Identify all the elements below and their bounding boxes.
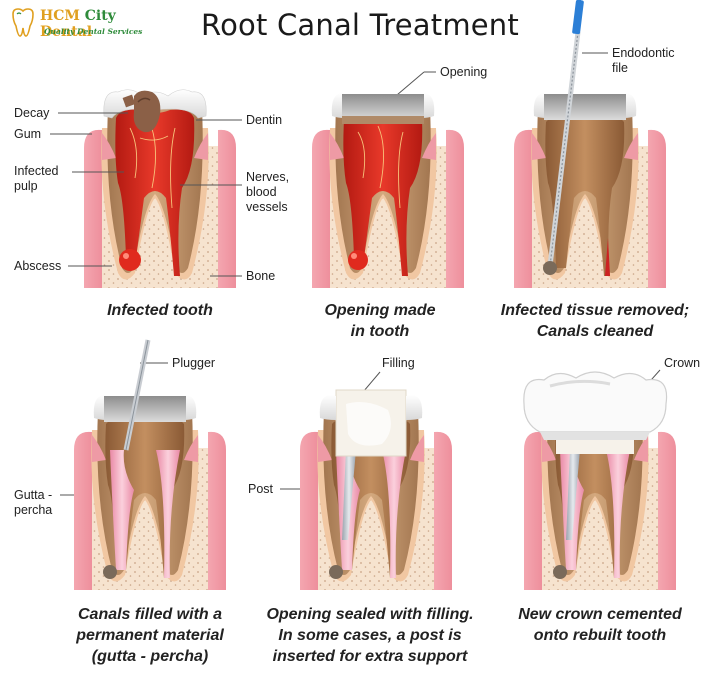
caption-1-line1: Infected tooth	[107, 302, 213, 319]
caption-canals-cleaned: Infected tissue removed; Canals cleaned	[470, 300, 720, 342]
label-gutta-percha: Gutta -percha	[14, 488, 52, 518]
label-gutta-line1: Gutta -	[14, 488, 53, 502]
label-infected-pulp-line2: pulp	[14, 179, 38, 193]
label-decay: Decay	[14, 106, 50, 120]
cleaned-tooth-illustration	[514, 0, 666, 288]
caption-4-line1: Canals filled with a	[77, 606, 223, 623]
label-infected-pulp-line1: Infected	[14, 164, 59, 178]
caption-3-line2: Canals cleaned	[536, 323, 654, 340]
caption-canals-filled: Canals filled with a permanent material (g…	[30, 604, 270, 667]
label-abscess: Abscess	[14, 259, 62, 273]
label-plugger: Plugger	[172, 356, 216, 370]
page-title: Root Canal Treatment	[201, 8, 519, 42]
filling-post-illustration	[300, 389, 452, 590]
logo-name-city: City	[84, 8, 116, 24]
label-nerves-line2: blood	[246, 185, 277, 199]
caption-infected-tooth: Infected tooth	[60, 300, 260, 321]
crown-illustration	[523, 371, 676, 590]
label-bone: Bone	[246, 269, 276, 283]
label-gum: Gum	[14, 127, 42, 141]
gutta-percha-illustration	[74, 339, 226, 590]
caption-6-line2: onto rebuilt tooth	[533, 627, 667, 644]
caption-2-line1: Opening made	[324, 302, 436, 319]
caption-3-line1: Infected tissue removed;	[500, 302, 690, 319]
label-nerves-line1: Nerves,	[246, 170, 290, 184]
opening-tooth-illustration	[312, 92, 464, 288]
caption-new-crown: New crown cemented onto rebuilt tooth	[480, 604, 720, 646]
label-opening: Opening	[440, 65, 488, 79]
label-file-line2: file	[612, 61, 628, 75]
caption-4-line3: (gutta - percha)	[91, 648, 209, 665]
label-gutta-line2: percha	[14, 503, 53, 517]
logo-tagline: Quality Dental Services	[44, 27, 143, 36]
logo-name: HCM City Dental	[40, 8, 166, 40]
caption-5-line3: inserted for extra support	[272, 648, 468, 665]
caption-5-line2: In some cases, a post is	[278, 627, 462, 644]
label-nerves-line3: vessels	[246, 200, 288, 214]
caption-2-line2: in tooth	[350, 323, 410, 340]
logo-name-dental: Dental	[40, 24, 93, 40]
caption-5-line1: Opening sealed with filling.	[266, 606, 474, 623]
caption-opening-made: Opening made in tooth	[270, 300, 490, 342]
logo: HCM City Dental Quality Dental Services	[6, 6, 166, 42]
label-filling: Filling	[382, 356, 415, 370]
caption-6-line1: New crown cemented	[518, 606, 682, 623]
label-crown: Crown	[664, 356, 701, 370]
label-post: Post	[248, 482, 274, 496]
tooth-logo-icon	[12, 8, 34, 37]
label-dentin: Dentin	[246, 113, 283, 127]
label-file-line1: Endodontic	[612, 46, 675, 60]
caption-4-line2: permanent material	[76, 627, 224, 644]
caption-opening-sealed: Opening sealed with filling. In some case…	[240, 604, 500, 667]
logo-name-hcm: HCM	[40, 8, 85, 24]
infected-tooth-illustration	[84, 89, 236, 288]
